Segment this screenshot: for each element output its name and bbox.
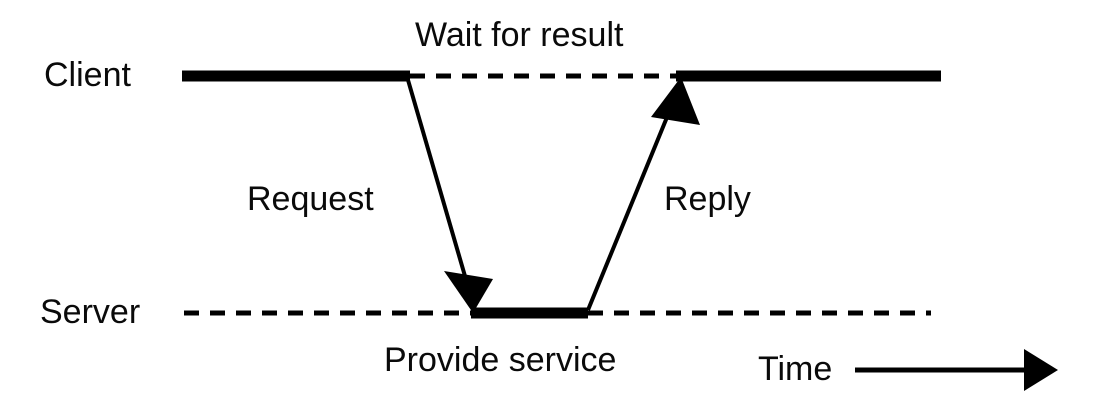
actor-label-server: Server [40, 293, 141, 331]
annotation-wait-for-result: Wait for result [415, 16, 624, 54]
request-arrow-shaft [406, 79, 469, 284]
message-label-reply: Reply [664, 180, 751, 218]
request-arrow [406, 79, 493, 313]
request-arrow-head [444, 271, 493, 313]
reply-arrow [586, 77, 700, 311]
time-axis-arrow [855, 349, 1058, 391]
message-label-request: Request [247, 180, 374, 218]
time-axis-arrow-head [1024, 349, 1058, 391]
reply-arrow-shaft [586, 104, 674, 311]
annotation-provide-service: Provide service [384, 341, 617, 379]
reply-arrow-head [651, 77, 700, 125]
axis-label-time: Time [758, 350, 833, 388]
actor-label-client: Client [44, 56, 131, 94]
